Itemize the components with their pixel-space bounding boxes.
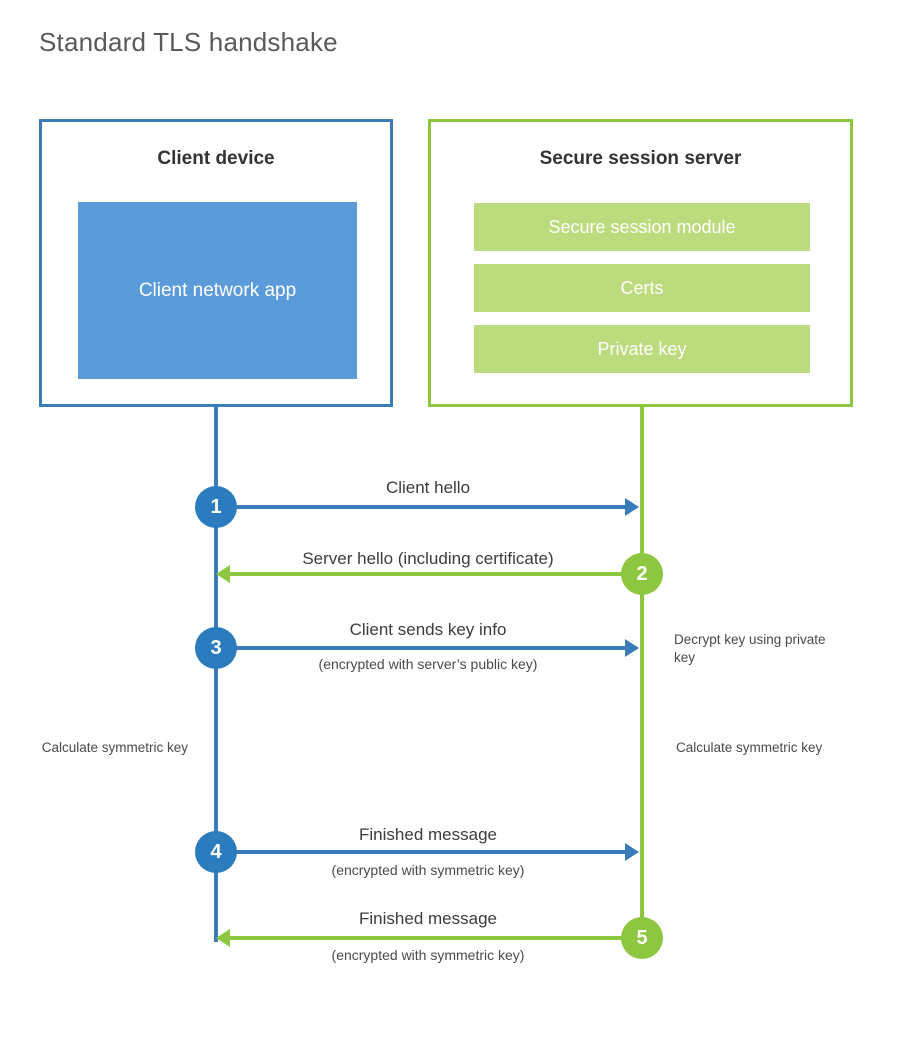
arrow-head-left-icon	[216, 929, 230, 947]
note-server-calculate-symmetric-key: Calculate symmetric key	[676, 740, 823, 755]
arrow-head-right-icon	[625, 843, 639, 861]
server-component-private-key: Private key	[474, 325, 810, 373]
step-1-marker: 1	[195, 486, 237, 528]
step-5-marker: 5	[621, 917, 663, 959]
step-5-message-label: Finished message	[359, 909, 497, 928]
note-decrypt-key: Decrypt key using private key	[674, 632, 826, 665]
step-3-arrow	[216, 639, 639, 657]
step-2-message-label: Server hello (including certificate)	[302, 549, 554, 568]
step-1-arrow	[216, 498, 639, 516]
step-2-arrow	[216, 565, 626, 583]
step-4-marker: 4	[195, 831, 237, 873]
step-3-message-sublabel: (encrypted with server’s public key)	[318, 656, 538, 672]
server-component-secure-session-module: Secure session module	[474, 203, 810, 251]
step-2-marker: 2	[621, 553, 663, 595]
step-3-marker: 3	[195, 627, 237, 669]
arrow-head-right-icon	[625, 498, 639, 516]
step-1-message-label: Client hello	[385, 478, 471, 497]
client-network-app-block: Client network app	[78, 202, 357, 379]
client-device-title: Client device	[157, 148, 275, 169]
step-4-message-sublabel: (encrypted with symmetric key)	[331, 862, 525, 878]
step-4-arrow	[216, 843, 639, 861]
server-lifeline	[640, 404, 644, 942]
secure-session-server-title: Secure session server	[539, 148, 742, 169]
page-title: Standard TLS handshake	[39, 27, 338, 57]
arrow-head-left-icon	[216, 565, 230, 583]
step-4-message-label: Finished message	[359, 825, 497, 844]
client-device-box: Client device Client network app	[39, 119, 393, 407]
step-5-arrow	[216, 929, 626, 947]
arrow-head-right-icon	[625, 639, 639, 657]
note-client-calculate-symmetric-key: Calculate symmetric key	[41, 740, 188, 755]
step-5-message-sublabel: (encrypted with symmetric key)	[331, 947, 525, 963]
secure-session-server-box: Secure session server Secure session mod…	[428, 119, 853, 407]
step-3-message-label: Client sends key info	[349, 620, 507, 639]
server-component-certs: Certs	[474, 264, 810, 312]
client-lifeline	[214, 404, 218, 942]
